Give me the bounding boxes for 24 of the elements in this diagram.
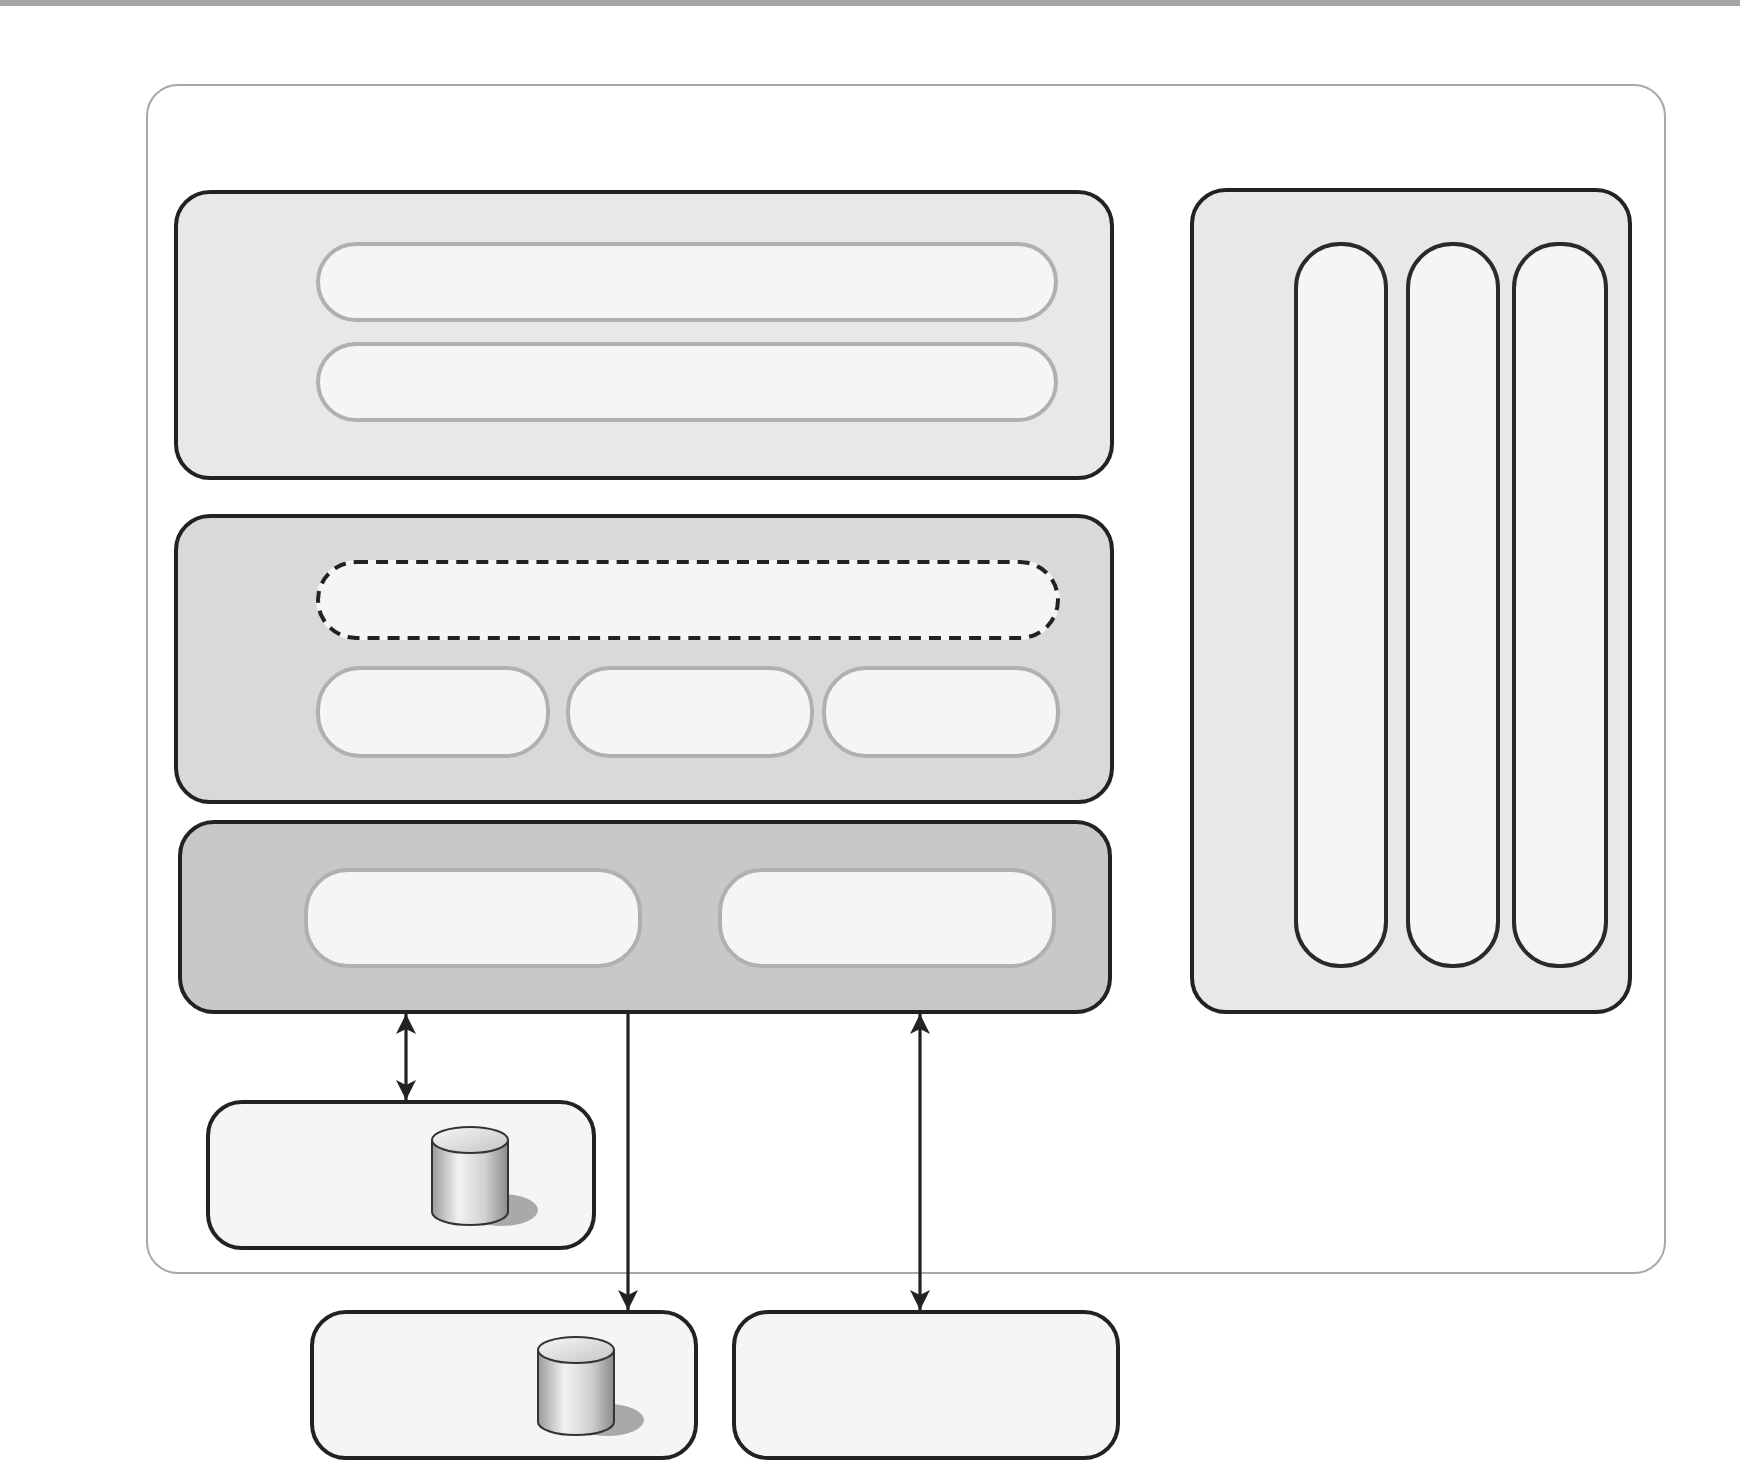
vertical-pill [1405,241,1499,967]
rounded-box [310,1310,698,1460]
rounded-box [732,1310,1120,1460]
vertical-pill [1511,241,1607,967]
module-pill [315,241,1057,321]
layer-panel [173,513,1113,803]
double-arrow [396,1014,416,1100]
outer-frame [146,84,1666,1274]
module-pill [821,665,1059,757]
rounded-box [205,1099,595,1249]
layer-panel [173,189,1113,479]
module-pill [315,665,549,757]
module-pill [565,665,813,757]
dashed-module-pill [315,559,1059,639]
layer-panel [177,819,1111,1013]
arrow [618,1014,638,1310]
database-icon [536,1336,646,1438]
database-icon [429,1125,539,1227]
double-arrow [910,1014,930,1310]
vertical-pill [1293,241,1387,967]
module-pill [315,341,1057,421]
module-pill [303,867,641,967]
layer-panel [1189,187,1631,1013]
module-pill [717,867,1055,967]
